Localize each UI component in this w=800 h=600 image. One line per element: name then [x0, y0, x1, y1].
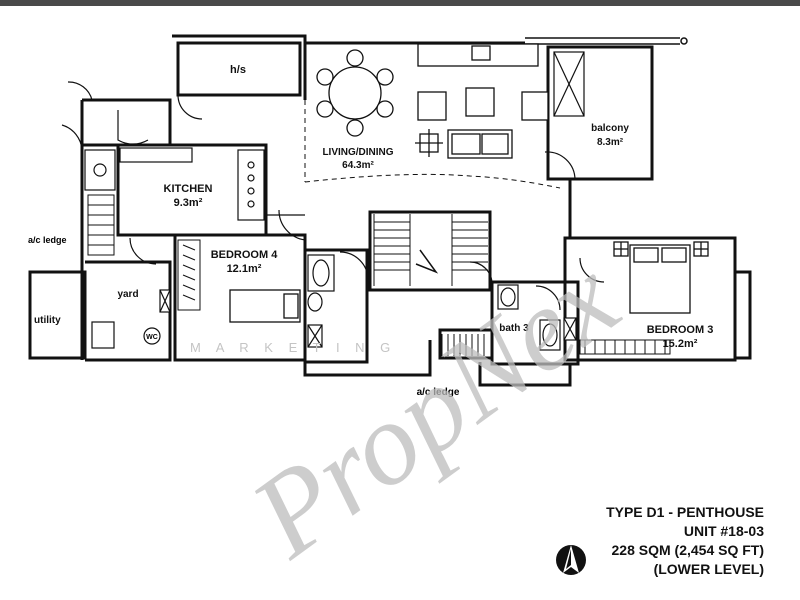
- top-border: [0, 0, 800, 6]
- label-utility: utility: [34, 315, 61, 326]
- unit-info-block: TYPE D1 - PENTHOUSE UNIT #18-03 228 SQM …: [606, 503, 764, 579]
- label-living-area: 64.3m²: [342, 160, 374, 171]
- unit-type: TYPE D1 - PENTHOUSE: [606, 504, 764, 520]
- living-furniture: [415, 43, 549, 159]
- label-bedroom3-name: BEDROOM 3: [647, 324, 714, 336]
- unit-size: 228 SQM (2,454 SQ FT): [611, 542, 765, 558]
- dining-set: [316, 49, 394, 137]
- bath-2-room: [303, 248, 369, 364]
- railing: [525, 37, 688, 45]
- label-kitchen-area: 9.3m²: [174, 197, 203, 209]
- living-dashed-boundary: [304, 173, 561, 189]
- bath-fixtures: [91, 254, 577, 351]
- watermark-tagline: M A R K E T I N G: [190, 340, 396, 355]
- label-kitchen-name: KITCHEN: [164, 183, 213, 195]
- label-living-name: LIVING/DINING: [322, 147, 393, 158]
- watermark: PropNex M A R K E T I N G: [190, 232, 642, 583]
- hs-room: [176, 41, 302, 97]
- walls: [28, 34, 752, 387]
- balcony-planter: [553, 51, 585, 117]
- label-hs: h/s: [230, 64, 246, 76]
- unit-number: UNIT #18-03: [683, 523, 764, 539]
- unit-level: (LOWER LEVEL): [653, 561, 764, 577]
- utility-room: [28, 270, 87, 360]
- bath3-room: [490, 280, 580, 366]
- label-balcony-area: 8.3m²: [597, 137, 624, 148]
- balcony-room: [546, 45, 654, 181]
- label-bedroom4-area: 12.1m²: [227, 263, 262, 275]
- wardrobes: [87, 194, 671, 356]
- doors: [61, 81, 605, 311]
- label-ac-ledge-left: a/c ledge: [28, 235, 67, 245]
- stair-core: [368, 210, 492, 292]
- label-wc: WC: [146, 334, 158, 341]
- beds: [229, 241, 709, 323]
- north-arrow-icon: [556, 545, 586, 575]
- label-balcony-name: balcony: [591, 123, 629, 134]
- staircase: [373, 214, 488, 286]
- watermark-brand: PropNex: [228, 232, 642, 583]
- kitchen-counters: [84, 147, 265, 221]
- label-ac-ledge-bottom: a/c ledge: [417, 387, 460, 398]
- label-bedroom3-area: 15.2m²: [663, 338, 698, 350]
- label-bedroom4-name: BEDROOM 4: [211, 249, 279, 261]
- label-bath3: bath 3: [499, 323, 529, 334]
- label-yard: yard: [117, 289, 138, 300]
